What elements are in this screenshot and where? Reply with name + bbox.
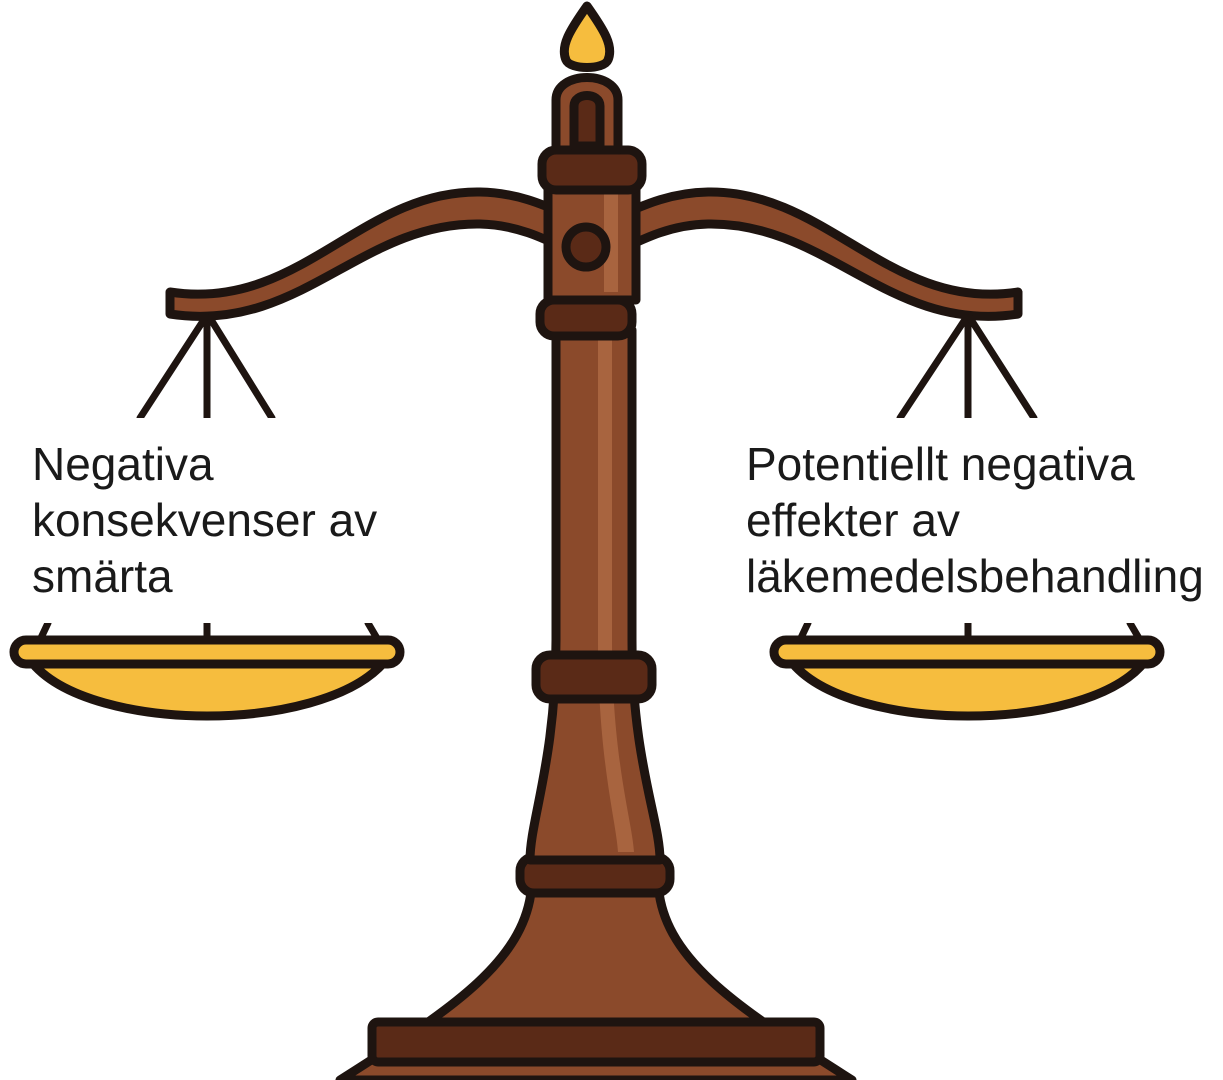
head-collar: [537, 145, 647, 195]
right-pan-bowl: [785, 655, 1151, 721]
left-pan-rim: [9, 635, 405, 669]
right-string-1: [896, 314, 970, 422]
left-label-line: konsekvenser av: [32, 494, 378, 546]
right-pan-rim: [769, 635, 1165, 669]
right-label-line: Potentiellt negativa: [746, 438, 1135, 490]
scale-column: [525, 325, 665, 865]
pivot-highlight: [604, 194, 618, 292]
left-pan-bowl: [25, 655, 391, 721]
left-label-line: Negativa: [32, 438, 214, 490]
left-string-3: [206, 314, 276, 422]
column-middle-collar: [531, 650, 657, 704]
left-pan-label: Negativa konsekvenser av smärta: [22, 418, 422, 623]
left-label-line: smärta: [32, 550, 173, 602]
right-label-line: effekter av: [746, 494, 960, 546]
base-band: [367, 1017, 825, 1067]
right-pan-label: Potentiellt negativa effekter av läkemed…: [738, 418, 1223, 623]
column-top-collar: [535, 295, 637, 341]
column-highlight: [598, 340, 634, 852]
right-label-line: läkemedelsbehandling: [746, 550, 1204, 602]
top-loop-hole: [569, 91, 605, 151]
finial: [559, 1, 615, 72]
pivot-bolt: [561, 222, 611, 272]
left-string-1: [136, 314, 209, 422]
right-string-3: [966, 314, 1038, 422]
